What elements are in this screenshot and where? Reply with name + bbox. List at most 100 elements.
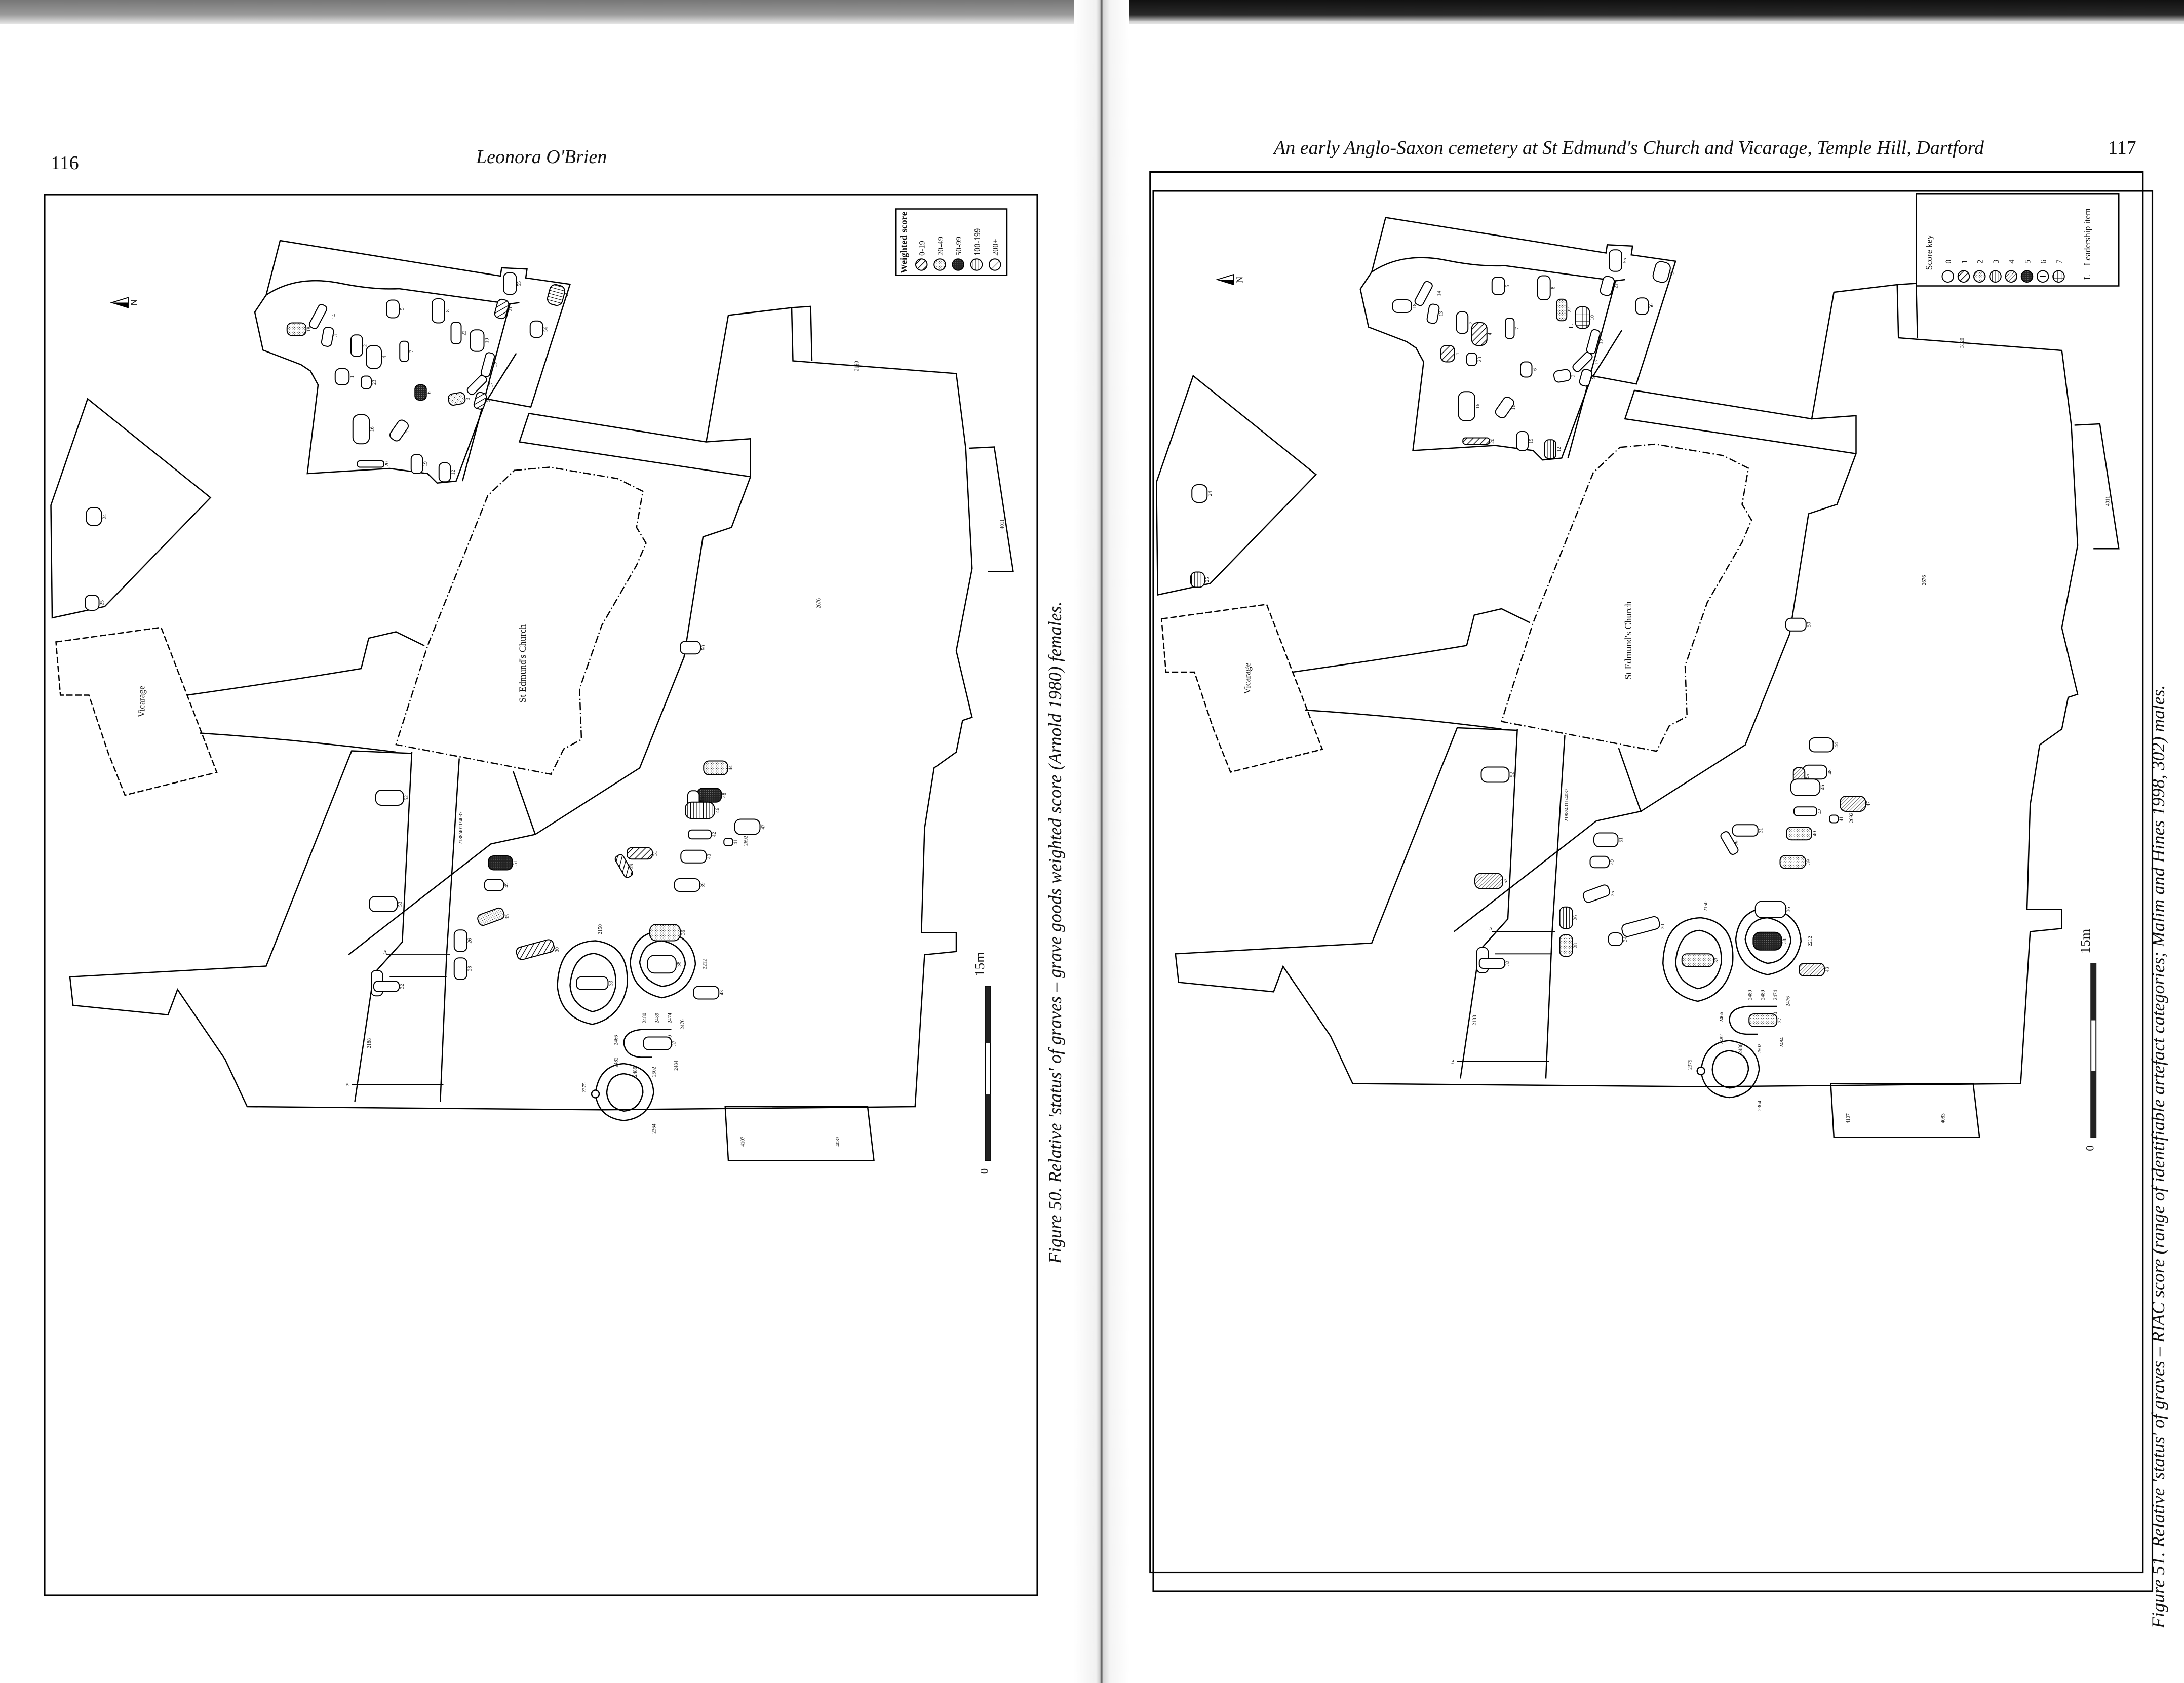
grave-30 <box>516 939 555 960</box>
grave-25 <box>85 595 100 611</box>
grave-22 <box>450 322 462 344</box>
grave-35 <box>477 907 505 926</box>
section-a-label: A <box>383 950 387 955</box>
grave-7 <box>1505 318 1515 339</box>
grave-37 <box>643 1036 672 1050</box>
feature-label: 4083 <box>1941 1113 1946 1123</box>
grave-53 <box>369 896 398 912</box>
legend-item-label: 50-99 <box>954 237 963 256</box>
grave-label: 1 <box>349 375 355 378</box>
feature-label: 2476 <box>680 1020 686 1030</box>
feature-label: 2466 <box>1719 1012 1725 1022</box>
grave-label: 46 <box>1820 785 1826 790</box>
grave-label: 21 <box>1613 284 1619 289</box>
grave-31 <box>1732 824 1759 837</box>
grave-label: 54 <box>564 293 570 298</box>
grave-label: 2 <box>363 344 368 347</box>
grave-47 <box>734 818 761 835</box>
feature-label: 2150 <box>1703 902 1709 912</box>
grave-label: 56 <box>543 327 549 332</box>
grave-52 <box>375 790 404 806</box>
grave-label: 18 <box>306 327 312 332</box>
grave-22 <box>1556 298 1568 322</box>
grave-54 <box>547 284 566 306</box>
vicarage-label: Vicarage <box>1242 662 1252 694</box>
grave-1 <box>1440 345 1455 363</box>
grave-42 <box>688 829 712 840</box>
grave-43 <box>1799 963 1825 976</box>
grave-7 <box>399 340 409 362</box>
grave-label: 29 <box>629 864 634 869</box>
grave-label: 14 <box>1437 291 1442 296</box>
grave-label: 37 <box>1777 1018 1783 1023</box>
grave-label: 41 <box>1839 816 1844 821</box>
grave-29 <box>1720 831 1739 855</box>
grave-30 <box>1621 916 1660 937</box>
feature-label: 4011 <box>2105 496 2111 506</box>
feature-label: 2150 <box>598 924 603 934</box>
scale-start-label: 0 <box>2083 1145 2096 1151</box>
feature-label: 2482 <box>1719 1034 1725 1044</box>
feature-label: 2474 <box>1773 990 1778 1000</box>
grave-43 <box>693 986 720 1000</box>
legend-item-label: 100-199 <box>972 228 982 256</box>
grave-46 <box>1790 778 1821 796</box>
vicarage-label: Vicarage <box>137 686 147 717</box>
grave-label: 49 <box>504 883 510 888</box>
legend-item-label: 1 <box>1960 260 1969 264</box>
trench-west-label: 2188 <box>367 1038 372 1048</box>
feature-label: 2466 <box>613 1035 619 1045</box>
leadership-marker: L <box>1568 324 1575 328</box>
grave-50 <box>680 641 701 655</box>
feature-label: 2375 <box>582 1083 588 1093</box>
grave-12 <box>438 462 451 483</box>
legend-symbol-dark-icon <box>2020 270 2034 283</box>
grave-29 <box>614 854 633 878</box>
grave-label: 51 <box>513 860 519 866</box>
grave-label: 11 <box>405 428 411 433</box>
feature-label: 2482 <box>613 1058 619 1068</box>
grave-1 <box>334 368 350 385</box>
leadership-symbol: L <box>2082 274 2092 280</box>
grave-2 <box>1456 311 1469 334</box>
feature-label: 3120 <box>854 361 860 371</box>
grave-label: 41 <box>733 840 739 845</box>
grave-label: 38 <box>1782 938 1787 944</box>
legend-symbol-vbar-icon <box>2037 270 2049 283</box>
grave-label: 32 <box>1505 961 1511 966</box>
grave-label: 31 <box>1759 828 1764 833</box>
grave-label: 38 <box>677 962 682 967</box>
grave-32 <box>1478 958 1505 969</box>
grave-46 <box>685 801 715 819</box>
grave-label: 5 <box>1505 285 1511 287</box>
grave-label: 36 <box>681 930 686 935</box>
grave-label: 4 <box>382 356 387 359</box>
scale-end-label: 15m <box>971 952 987 976</box>
grave-25 <box>1190 571 1205 588</box>
church-label: St Edmund's Church <box>1623 601 1634 680</box>
grave-label: 39 <box>1806 859 1811 865</box>
legend-symbol-dark-icon <box>952 258 964 271</box>
feature-label: 2489 <box>1760 990 1766 1000</box>
legend-symbol-fine-icon <box>2005 270 2017 283</box>
grave-label: 14 <box>331 314 337 319</box>
grave-55 <box>1609 249 1622 272</box>
grave-label: 40 <box>707 854 712 859</box>
grave-label: 25 <box>99 600 105 605</box>
grave-41 <box>723 838 733 846</box>
grave-5 <box>386 299 400 319</box>
grave-49 <box>1589 855 1610 869</box>
legend-symbol-sparse-icon <box>989 258 1001 271</box>
grave-label: 40 <box>1812 831 1818 836</box>
legend-symbol-none-icon <box>1941 270 1954 283</box>
grave-3 <box>448 392 466 406</box>
grave-label: 39 <box>700 883 706 888</box>
grave-label: 55 <box>517 281 522 286</box>
grave-label: 54 <box>1670 269 1675 275</box>
grave-24 <box>86 507 102 526</box>
grave-23 <box>361 375 372 389</box>
grave-label: 6 <box>1532 368 1538 371</box>
grave-8 <box>432 298 445 324</box>
grave-18 <box>1392 299 1412 313</box>
